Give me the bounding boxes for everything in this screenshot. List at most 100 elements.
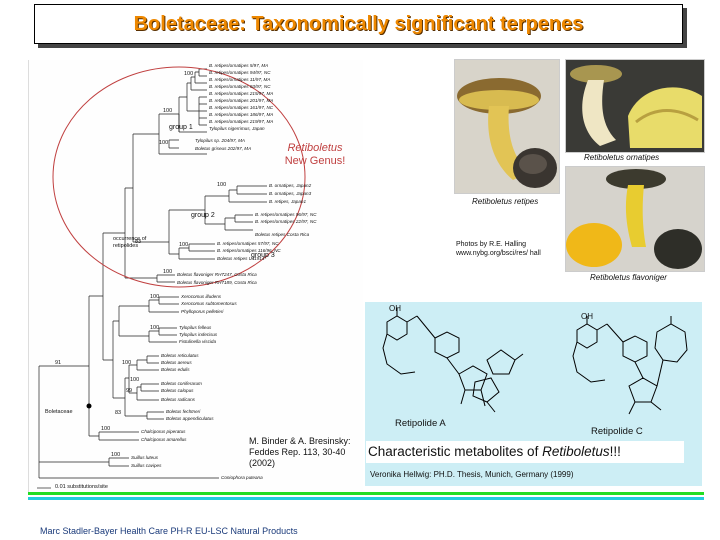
taxon-label: B. retipes/ornatipes 96/97, NC	[255, 212, 317, 217]
green-divider	[28, 492, 704, 495]
taxon-label: Fistulinella viscida	[179, 339, 217, 344]
photo-ornatipes	[565, 59, 705, 153]
taxon-label: Tylopilus nigerrimus, Japan	[209, 126, 265, 131]
mushroom-flavoniger-image	[566, 169, 702, 269]
taxon-label: B. ornatipes, Japan2	[269, 183, 312, 188]
footer-text: Marc Stadler-Bayer Health Care PH-R EU-L…	[40, 526, 298, 536]
tree-lines	[37, 66, 306, 489]
bootstrap-value: 100	[217, 182, 227, 188]
bootstrap-value: 100	[150, 325, 160, 331]
taxon-label: B. retipes/ornatipes 215/97, MA	[209, 91, 274, 96]
caption-flavoniger: Retiboletus flavoniger	[590, 273, 667, 282]
new-genus-text: New Genus!	[284, 155, 346, 167]
taxon-label: B. retipes/ornatipes 22/97, NC	[255, 219, 317, 224]
bootstrap-value: 100	[184, 71, 194, 77]
taxon-label: Xerocomus illudens	[181, 294, 222, 299]
taxon-label: Coniophora puteana	[221, 475, 263, 480]
bootstrap-value: 91	[55, 360, 62, 366]
slide-title: Boletaceae: Taxonomically significant te…	[133, 13, 584, 35]
taxon-label: Chalciporus amarellus	[141, 437, 187, 442]
taxon-label: Boletus edulis	[161, 367, 190, 372]
taxon-label: B. retipes/ornatipes 219/97, MA	[209, 119, 274, 124]
retiboletus-genus-label: Retiboletus New Genus!	[275, 142, 355, 168]
taxon-label: Boletus retipes U11914	[217, 256, 265, 261]
genus-name: Retiboletus	[287, 142, 343, 154]
bootstrap-value: 83	[135, 239, 142, 245]
boletaceae-node	[86, 403, 92, 409]
taxon-label: Boletus coniferarum	[161, 381, 202, 386]
taxon-label: Phylloporus pelletieri	[181, 309, 224, 314]
phylogenetic-tree-panel: B. retipes/ornatipes 5/97, MA B. retipes…	[28, 60, 363, 492]
taxon-label: Xerocomus subtomentosus	[181, 301, 237, 306]
taxon-label: Suillus cavipes	[131, 463, 162, 468]
oh-label-c: OH	[581, 312, 593, 321]
retiboletus-ellipse	[52, 66, 306, 288]
taxon-label: Boletus radicans	[161, 397, 195, 402]
bootstrap-value: 100	[122, 360, 132, 366]
taxon-label: Boletus fechtneri	[166, 409, 201, 414]
photo-credit-url: www.nybg.org/bsci/res/ hall	[456, 250, 541, 257]
photo-flavoniger	[565, 166, 705, 272]
retipolide-a-label: Retipolide A	[395, 418, 446, 429]
taxon-label: Tylopilus sp. 204/97, MA	[195, 138, 245, 143]
taxon-label: Boletus retipes Costa Rica	[255, 232, 310, 237]
thesis-reference: Veronika Hellwig: PH.D. Thesis, Munich, …	[370, 470, 574, 479]
bootstrap-value: 100	[163, 108, 173, 114]
bootstrap-value: 100	[111, 452, 121, 458]
bootstrap-value: 100	[159, 140, 169, 146]
credit-reference: Feddes Rep. 113, 30-40 (2002)	[249, 447, 346, 468]
taxon-label: Boletus appendiculatus	[166, 416, 214, 421]
taxon-label: Boletus calopus	[161, 388, 194, 393]
retipolide-c-label: Retipolide C	[591, 426, 643, 437]
bootstrap-value: 100	[130, 377, 140, 383]
taxon-label: B. retipes/ornatipes 186/97, MA	[209, 112, 274, 117]
bootstrap-value: 100	[150, 294, 160, 300]
mushroom-ornatipes-image	[570, 65, 702, 148]
group-1-label: group 1	[169, 124, 193, 131]
taxon-label: B. retipes/ornatipes 161/97, NC	[209, 105, 274, 110]
group-2-label: group 2	[191, 212, 215, 219]
taxon-label: Boletus aereus	[161, 360, 192, 365]
occurrence-label: occurrence of retipolides	[113, 236, 147, 249]
scale-label: 0.01 substitutions/site	[55, 484, 108, 490]
credit-authors: M. Binder & A. Bresinsky:	[249, 436, 351, 446]
taxon-label: Boletus flavoniger RH7247, Costa Rica	[177, 272, 257, 277]
taxon-label: B. retipes/ornatipes 57/97, NC	[217, 241, 279, 246]
photo-retipes	[454, 59, 560, 194]
bootstrap-value: 100	[179, 242, 189, 248]
taxon-label: B. retipes/ornatipes 5/97, MA	[209, 63, 269, 68]
taxon-label: B. retipes/ornatipes 93/97, NC	[209, 84, 271, 89]
mushroom-retipes-image	[457, 78, 557, 188]
taxon-label: Boletus flavoniger RH7189, Costa Rica	[177, 280, 257, 285]
metabolites-suffix: !!!	[609, 444, 621, 459]
taxon-label: B. retipes/ornatipes 201/97, MA	[209, 98, 274, 103]
taxon-label: B. retipes/ornatipes 116/96, NC	[217, 248, 281, 253]
retipolide-structures	[382, 308, 688, 415]
taxon-label: Suillus luteus	[131, 455, 159, 460]
taxon-label: Boletus reticulatus	[161, 353, 199, 358]
taxon-label: B. ornatipes, Japan3	[269, 191, 312, 196]
metabolites-genus: Retiboletus	[542, 444, 610, 459]
taxon-label: Tylopilus indecisus	[179, 332, 218, 337]
photo-credit-name: Photos by R.E. Halling	[456, 241, 527, 248]
metabolites-title: Characteristic metabolites of Retiboletu…	[368, 444, 621, 459]
metabolites-box: Characteristic metabolites of Retiboletu…	[366, 441, 684, 463]
bootstrap-value: 83	[115, 410, 122, 416]
boletaceae-label: Boletaceae	[45, 409, 73, 415]
taxon-label: Tylopilus felleus	[179, 325, 212, 330]
taxon-label: B. retipes/ornatipes 11/97, MA	[209, 77, 271, 82]
taxon-label: B. retipes, Japan1	[269, 199, 307, 204]
caption-ornatipes: Retiboletus ornatipes	[584, 153, 660, 162]
bootstrap-value: 100	[163, 269, 173, 275]
photo-credit: Photos by R.E. Halling www.nybg.org/bsci…	[456, 240, 541, 258]
title-box: Boletaceae: Taxonomically significant te…	[34, 4, 683, 44]
oh-label-a: OH	[389, 304, 401, 313]
taxon-label: B. retipes/ornatipes 94/97, NC	[209, 70, 271, 75]
metabolites-prefix: Characteristic metabolites of	[368, 444, 543, 459]
taxon-label: Boletus griseus 202/97, MA	[195, 146, 252, 151]
caption-retipes: Retiboletus retipes	[472, 197, 539, 206]
bootstrap-value: 100	[101, 426, 111, 432]
tree-credit: M. Binder & A. Bresinsky: Feddes Rep. 11…	[249, 436, 363, 469]
blue-divider	[28, 497, 704, 500]
group-3-label: group 3	[251, 252, 275, 259]
